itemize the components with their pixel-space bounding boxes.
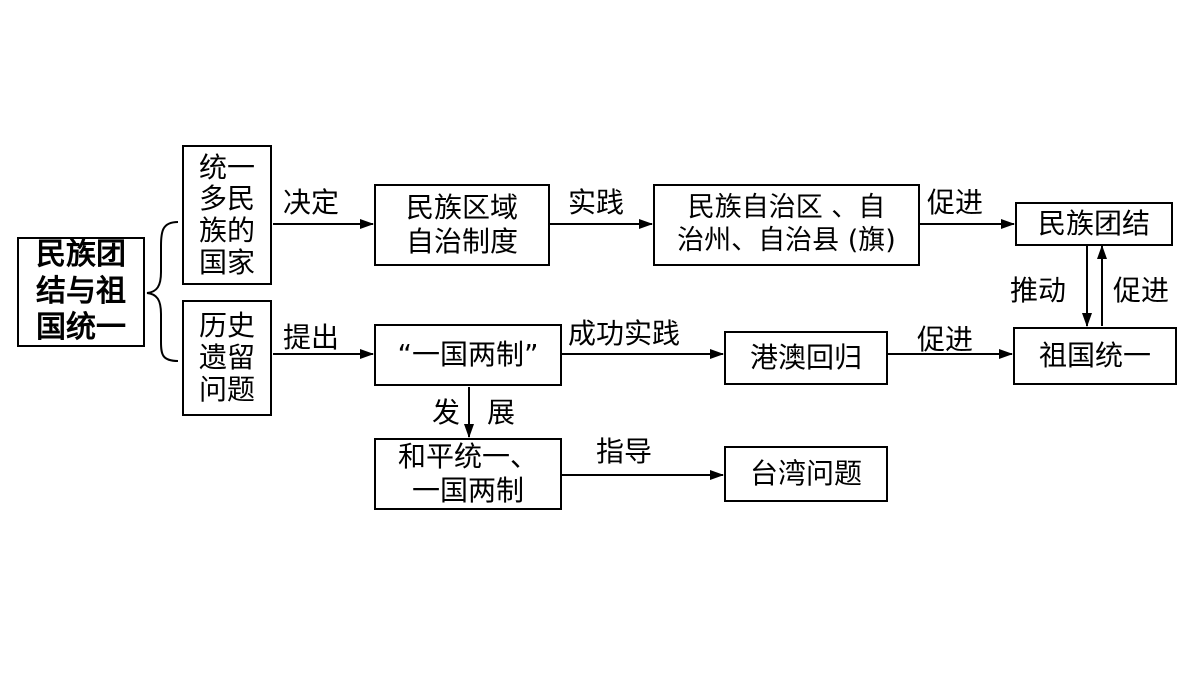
branch-historical-issues: 历史 遗留 问题	[182, 300, 272, 416]
label-push: 推动	[1010, 274, 1067, 307]
root-brace	[146, 221, 179, 362]
node-regional-autonomy: 民族区域 自治制度	[374, 184, 550, 266]
node-peaceful-reunification: 和平统一、 一国两制	[374, 438, 562, 510]
label-promote-up: 促进	[1113, 274, 1170, 307]
label-promote-unity: 促进	[927, 186, 984, 219]
label-propose: 提出	[283, 321, 340, 354]
branch-bottom-line-1: 历史	[198, 308, 255, 342]
peaceful-reunification-line-1: 和平统一、	[397, 439, 538, 473]
root-line-3: 国统一	[36, 310, 126, 346]
root-line-2: 结与祖	[36, 273, 126, 309]
node-ethnic-unity: 民族团结	[1015, 202, 1173, 246]
branch-bottom-line-2: 遗留	[198, 340, 255, 374]
peaceful-reunification-line-2: 一国两制	[411, 474, 524, 507]
hk-macao-return-text: 港澳回归	[749, 340, 862, 374]
taiwan-issue-text: 台湾问题	[749, 456, 862, 490]
node-hk-macao-return: 港澳回归	[724, 331, 888, 385]
label-develop-1: 发	[432, 396, 461, 429]
label-decide: 决定	[283, 186, 340, 219]
branch-top-line-2: 多民	[198, 182, 255, 216]
branch-unified-multiethnic-country: 统一 多民 族的 国家	[182, 145, 272, 285]
branch-bottom-line-3: 问题	[198, 373, 255, 407]
regional-autonomy-line-2: 自治制度	[405, 225, 518, 258]
label-successful-practice: 成功实践	[568, 317, 681, 350]
one-country-two-systems-text: “一国两制”	[397, 337, 539, 371]
label-guide: 指导	[596, 435, 653, 468]
label-promote-reunification: 促进	[917, 323, 974, 356]
node-taiwan-issue: 台湾问题	[724, 446, 888, 502]
autonomous-areas-line-1: 民族自治区 、自	[687, 192, 886, 224]
ethnic-unity-text: 民族团结	[1037, 206, 1150, 240]
branch-top-line-4: 国家	[198, 245, 255, 279]
regional-autonomy-line-1: 民族区域	[405, 190, 518, 224]
branch-top-line-1: 统一	[198, 150, 255, 184]
root-node: 民族团 结与祖 国统一	[17, 237, 145, 347]
autonomous-areas-line-2: 治州、自治县 (旗)	[677, 225, 896, 256]
label-develop-2: 展	[487, 396, 516, 429]
node-autonomous-areas: 民族自治区 、自 治州、自治县 (旗)	[653, 184, 920, 266]
branch-top-line-3: 族的	[198, 214, 255, 247]
node-one-country-two-systems: “一国两制”	[374, 324, 562, 386]
node-reunification: 祖国统一	[1013, 327, 1177, 385]
label-practice: 实践	[568, 186, 625, 219]
root-line-1: 民族团	[36, 237, 126, 273]
reunification-text: 祖国统一	[1038, 338, 1151, 372]
